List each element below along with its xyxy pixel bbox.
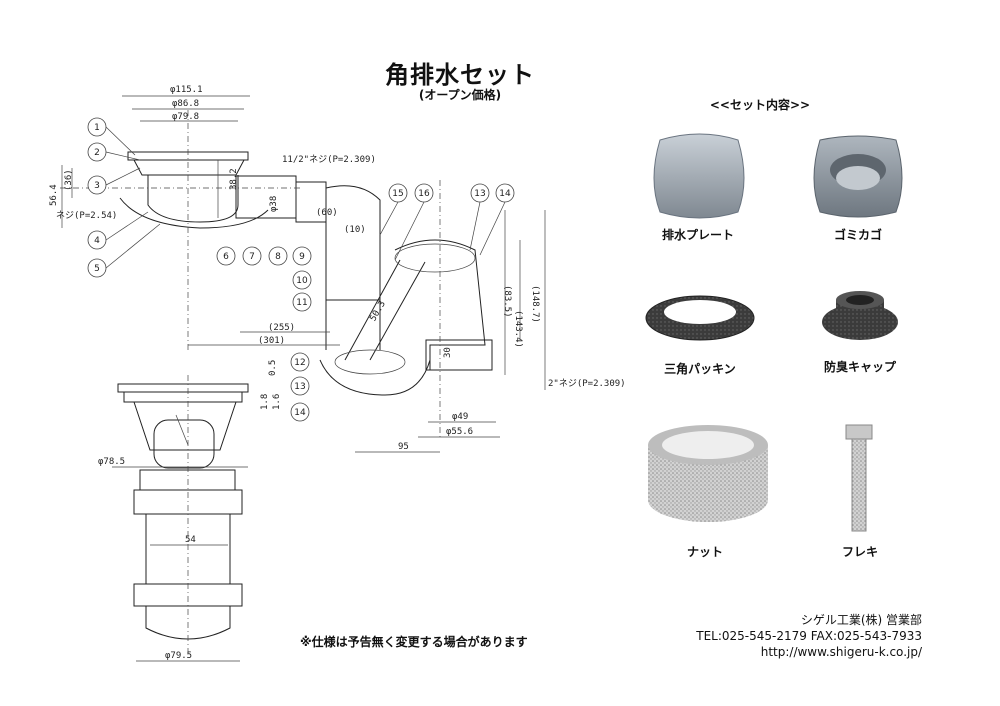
dim-thread3: 2"ネジ(P=2.309) xyxy=(548,378,626,389)
dim-d38: φ38 xyxy=(269,196,279,212)
svg-text:6: 6 xyxy=(223,252,229,262)
dim-d79: φ79.8 xyxy=(172,112,199,122)
nut-image xyxy=(648,425,768,522)
item-label-packing: 三角パッキン xyxy=(664,362,736,376)
dim-d10: (10) xyxy=(344,225,366,235)
dim-w54: 54 xyxy=(185,535,196,545)
svg-text:4: 4 xyxy=(94,236,100,246)
dim-w301: (301) xyxy=(258,336,285,346)
dim-h143: (143.4) xyxy=(513,310,523,348)
svg-text:15: 15 xyxy=(392,189,403,199)
svg-text:13: 13 xyxy=(474,189,485,199)
dim-h148: (148.7) xyxy=(530,285,540,323)
dim-d785: φ78.5 xyxy=(98,457,125,467)
item-label-cap: 防臭キャップ xyxy=(823,360,896,374)
dim-h56: 56.4 xyxy=(49,184,59,206)
svg-text:9: 9 xyxy=(299,252,305,262)
dim-h83: (83.5) xyxy=(502,285,512,318)
basket-image xyxy=(813,135,903,218)
price-note: (オープン価格) xyxy=(418,88,502,102)
item-label-drain-plate: 排水プレート xyxy=(661,228,734,242)
side-view: φ78.5 54 φ79.5 0.5 1.8 1.6 xyxy=(98,360,282,662)
dim-l50: 50.3 xyxy=(368,299,388,323)
company-url[interactable]: http://www.shigeru-k.co.jp/ xyxy=(760,645,922,659)
strainer-section xyxy=(60,110,493,440)
odor-cap-image xyxy=(822,291,898,340)
dim-thread2: 11/2"ネジ(P=2.309) xyxy=(282,154,376,165)
dim-w95: 95 xyxy=(398,442,409,452)
dim-h36: (36) xyxy=(64,169,74,191)
svg-text:12: 12 xyxy=(294,358,305,368)
item-label-nut: ナット xyxy=(686,545,723,559)
dim-w255: (255) xyxy=(268,323,295,333)
svg-text:16: 16 xyxy=(418,189,430,199)
svg-text:7: 7 xyxy=(249,252,255,262)
svg-text:11: 11 xyxy=(296,298,307,308)
svg-text:1: 1 xyxy=(94,123,100,133)
spec-change-note: ※仕様は予告無く変更する場合があります xyxy=(300,635,528,649)
drain-plate-image xyxy=(653,133,745,219)
dim-d795: φ79.5 xyxy=(165,651,192,661)
page-title: 角排水セット xyxy=(385,61,535,89)
svg-text:13: 13 xyxy=(294,382,305,392)
svg-text:5: 5 xyxy=(94,264,100,274)
dim-d86: φ86.8 xyxy=(172,99,199,109)
dim-h05: 0.5 xyxy=(268,360,278,376)
dim-d49: φ49 xyxy=(452,412,468,422)
dim-h38: 38.2 xyxy=(229,168,239,190)
svg-text:14: 14 xyxy=(294,408,306,418)
dim-d60: (60) xyxy=(316,208,338,218)
dim-d55: φ55.6 xyxy=(446,427,473,437)
technical-drawing: φ115.1 φ86.8 φ79.8 56.4 (36) 38.2 ネジ(P=2… xyxy=(49,85,626,662)
company-contact: TEL:025-545-2179 FAX:025-543-7933 xyxy=(696,629,922,643)
set-contents-heading: <<セット内容>> xyxy=(709,98,811,112)
company-name: シゲル工業(株) 営業部 xyxy=(800,613,922,627)
svg-text:10: 10 xyxy=(296,276,308,286)
callout-circles: 1 2 3 4 5 6 7 8 9 10 11 12 13 14 15 16 1… xyxy=(87,117,515,422)
dim-thread1: ネジ(P=2.54) xyxy=(56,210,117,221)
dim-h18: 1.8 xyxy=(260,394,270,410)
dimension-lines xyxy=(61,95,546,453)
dim-d115: φ115.1 xyxy=(170,85,203,95)
dim-h30: 30 xyxy=(443,347,453,358)
flex-hose-image xyxy=(845,424,873,532)
company-info: シゲル工業(株) 営業部 TEL:025-545-2179 FAX:025-54… xyxy=(696,612,922,660)
item-label-flex: フレキ xyxy=(841,545,878,559)
dim-h16: 1.6 xyxy=(272,394,282,410)
svg-text:2: 2 xyxy=(94,148,100,158)
item-label-basket: ゴミカゴ xyxy=(833,228,882,242)
svg-text:3: 3 xyxy=(94,181,100,191)
svg-text:8: 8 xyxy=(275,252,281,262)
triangle-packing-image xyxy=(645,295,755,341)
svg-text:14: 14 xyxy=(499,189,511,199)
dimension-labels: φ115.1 φ86.8 φ79.8 56.4 (36) 38.2 ネジ(P=2… xyxy=(49,85,626,452)
